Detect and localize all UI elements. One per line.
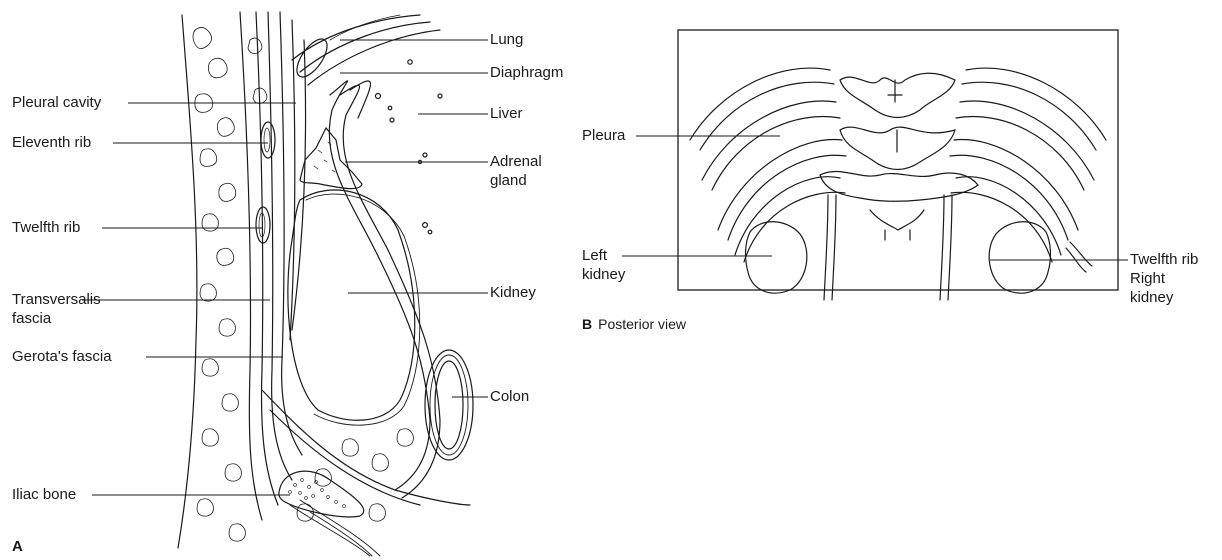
label-iliac-bone: Iliac bone	[12, 486, 76, 504]
vertebra-lower	[820, 171, 978, 201]
label-left-kidney-line2: kidney	[582, 266, 625, 284]
posterior-view-caption: Posterior view	[598, 316, 686, 332]
label-lung: Lung	[490, 31, 523, 49]
label-transversalis-line1: Transversalis	[12, 291, 101, 309]
posterior-view-frame	[678, 30, 1118, 290]
label-transversalis-line2: fascia	[12, 310, 51, 328]
label-adrenal-line2: gland	[490, 172, 527, 190]
label-eleventh-rib: Eleventh rib	[12, 134, 91, 152]
label-adrenal-line1: Adrenal	[490, 153, 542, 171]
panel-b-leaders	[622, 136, 1128, 260]
left-kidney-shape	[746, 222, 807, 293]
label-liver: Liver	[490, 105, 523, 123]
label-diaphragm: Diaphragm	[490, 64, 563, 82]
label-colon: Colon	[490, 388, 529, 406]
label-gerotas-fascia: Gerota's fascia	[12, 348, 112, 366]
panel-b-caption: B Posterior view	[582, 316, 686, 332]
label-right-kidney-line2: kidney	[1130, 289, 1173, 307]
label-left-kidney-line1: Left	[582, 247, 607, 265]
label-pleural-cavity: Pleural cavity	[12, 94, 101, 112]
label-twelfth-rib-a: Twelfth rib	[12, 219, 80, 237]
label-right-kidney-line1: Right	[1130, 270, 1165, 288]
panel-a-letter: A	[12, 538, 23, 555]
label-pleura: Pleura	[582, 127, 625, 145]
panel-b-letter: B	[582, 316, 592, 332]
label-kidney: Kidney	[490, 284, 536, 302]
right-kidney-shape	[989, 222, 1050, 293]
label-twelfth-rib-b: Twelfth rib	[1130, 251, 1198, 269]
